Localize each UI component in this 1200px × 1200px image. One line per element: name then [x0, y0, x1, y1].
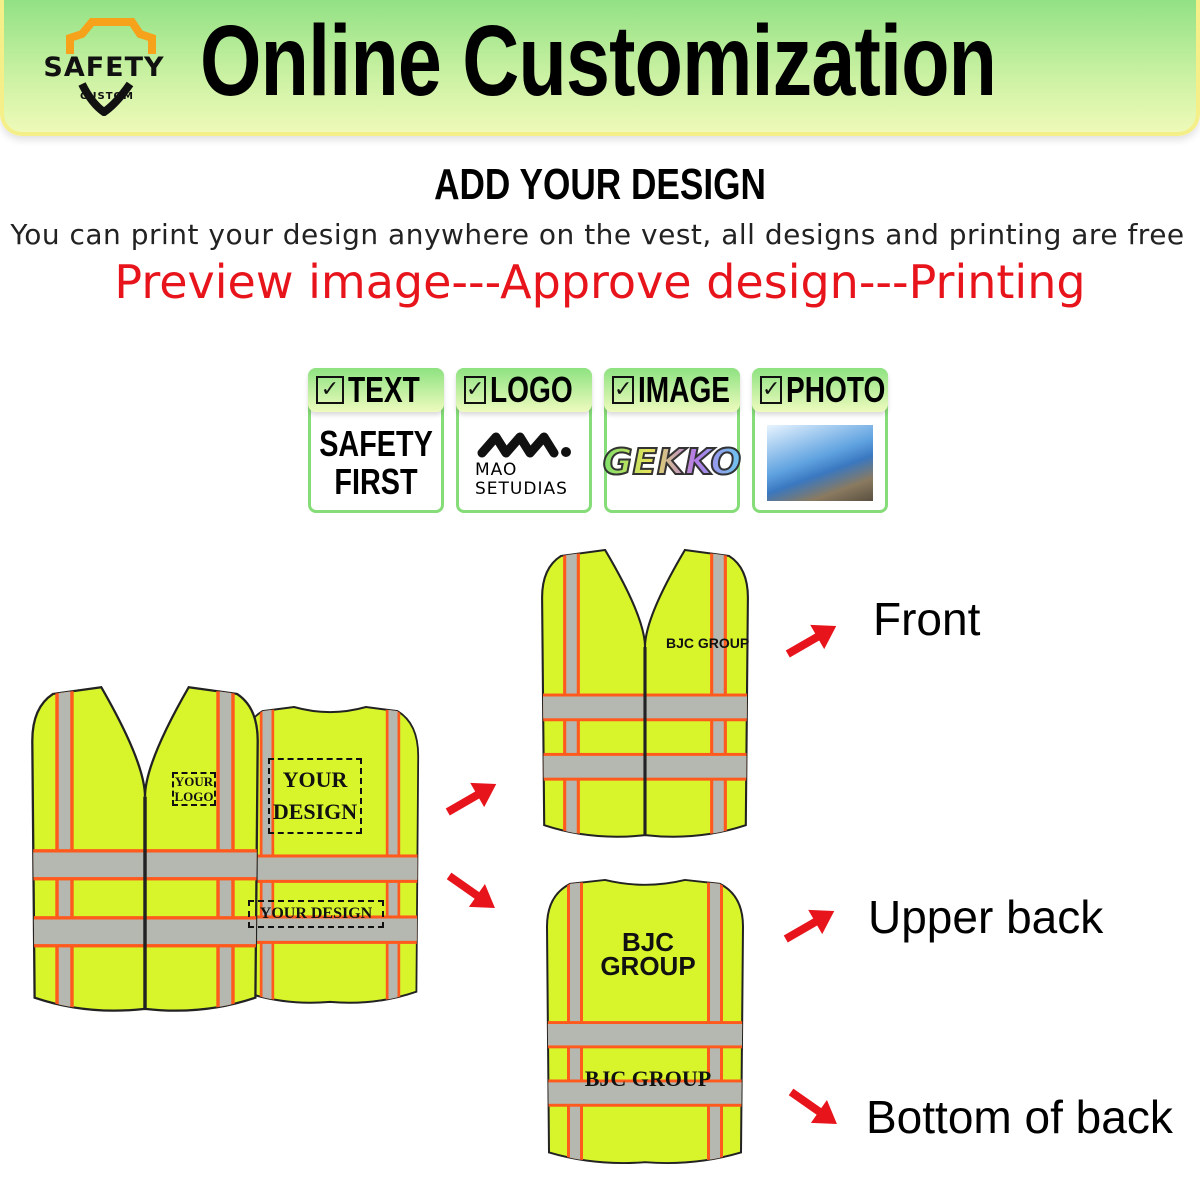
safety-custom-logo: SAFETY CUSTOM	[22, 16, 187, 117]
section-subtitle: You can print your design anywhere on th…	[10, 218, 1185, 251]
option-tile-image: ✓IMAGE GEKKO	[602, 368, 742, 513]
upper-back-print-logo: BJC GROUP	[600, 927, 696, 981]
placement-label-upper-back: Upper back	[868, 891, 1104, 943]
option-label: IMAGE	[638, 369, 731, 410]
sample-logo-text: MAO	[475, 459, 518, 480]
logo-text: SAFETY	[43, 52, 165, 83]
left-vest-back	[240, 705, 420, 1010]
arrow-icon	[445, 782, 497, 816]
placement-label-bottom-back: Bottom of back	[866, 1091, 1173, 1143]
wave-logo-icon	[477, 432, 571, 457]
back-vest	[545, 878, 745, 1170]
graffiti-image: GEKKO	[602, 441, 742, 484]
sample-logo-text: SETUDIAS	[475, 478, 568, 499]
arrow-icon	[783, 909, 835, 943]
sample-text: FIRST	[334, 460, 418, 502]
option-tile-photo: ✓PHOTO	[752, 368, 888, 513]
bottom-back-print: BJC GROUP	[584, 1066, 712, 1091]
left-vest-front	[30, 685, 260, 1020]
sample-text: SAFETY	[319, 422, 433, 464]
checkbox-icon: ✓	[464, 376, 487, 404]
page-title: Online Customization	[200, 5, 997, 117]
process-steps: Preview image---Approve design---Printin…	[114, 255, 1086, 309]
your-design-band: YOUR DESIGN	[248, 900, 384, 928]
option-label: TEXT	[348, 369, 420, 410]
option-tile-logo: ✓LOGO MAO SETUDIAS	[456, 368, 592, 513]
checkbox-icon: ✓	[612, 376, 635, 404]
option-label: LOGO	[490, 369, 574, 410]
front-print-logo: BJC GROUP	[666, 635, 750, 651]
placement-label-front: Front	[873, 593, 981, 645]
arrow-icon	[446, 872, 495, 909]
checkbox-icon: ✓	[760, 376, 783, 404]
workers-photo	[767, 424, 873, 501]
section-heading: ADD YOUR DESIGN	[434, 160, 766, 209]
arrow-icon	[788, 1088, 837, 1125]
logo-subtext: CUSTOM	[80, 91, 134, 102]
checkbox-icon: ✓	[316, 376, 344, 404]
arrow-icon	[785, 624, 837, 658]
header-banner: SAFETY CUSTOM Online Customization	[0, 0, 1200, 136]
option-label: PHOTO	[786, 369, 886, 410]
front-vest	[540, 548, 750, 845]
shield-icon	[66, 18, 156, 117]
